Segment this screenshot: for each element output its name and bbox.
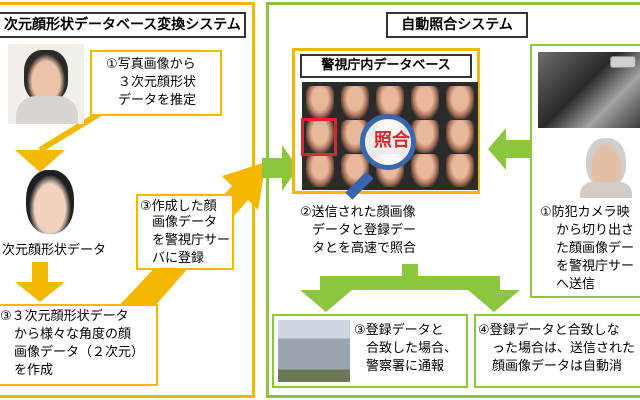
db-face-image <box>411 154 439 187</box>
db-face-image <box>306 86 334 119</box>
camera-step-line-5: へ送信 <box>556 277 596 292</box>
step2-line-2: データと登録デー <box>312 223 417 238</box>
arrow-down-match <box>300 290 352 312</box>
camera-icon <box>610 56 636 68</box>
cropped-face-photo <box>578 136 634 198</box>
db-face-image <box>376 86 404 119</box>
3d-face-model <box>20 170 80 234</box>
camera-step-line-1: ①防犯カメラ映 <box>540 205 630 220</box>
step3-match-line-1: ③登録データと <box>354 323 444 338</box>
right-panel-title: 自動照合システム <box>386 12 528 38</box>
step4-nomatch-box <box>474 314 640 388</box>
police-building-photo <box>278 320 350 382</box>
arrow-to-database <box>488 128 530 170</box>
camera-step-line-2: から切り出さ <box>556 223 635 238</box>
step1-line-1: ①写真画像から <box>106 57 196 72</box>
step1-line-2: ３次元顔形状 <box>118 75 197 90</box>
db-face-image <box>446 120 474 153</box>
step4-line-2: った場合は、送信された <box>492 341 636 356</box>
step-bottom-line-1: ③３次元顔形状データ <box>0 309 129 324</box>
matched-face-highlight <box>301 118 337 156</box>
db-face-image <box>411 86 439 119</box>
step3-line-1: ③作成した顔 <box>140 199 217 214</box>
step4-line-1: ④登録データと合致しな <box>478 323 620 338</box>
suspect-photo <box>8 44 84 124</box>
step4-line-3: 顔画像データは自動消 <box>492 359 623 374</box>
arrow-shaft-2 <box>32 262 48 284</box>
camera-step-line-4: を警視庁サー <box>556 259 635 274</box>
step-bottom-line-3: 画像データ（２次元） <box>14 345 145 360</box>
match-label: 照合 <box>374 130 410 151</box>
step2-line-1: ②送信された顔画像 <box>300 205 416 220</box>
step-bottom-line-4: を作成 <box>14 363 54 378</box>
db-face-image <box>306 120 334 153</box>
step-bottom-line-2: から様々な角度の顔 <box>14 327 132 342</box>
arrow-into-matching <box>262 145 298 191</box>
arrow-down-nomatch <box>468 290 520 312</box>
step3-match-line-2: 合致した場合、 <box>366 341 458 356</box>
db-face-image <box>306 154 334 187</box>
step3-match-line-3: 警察署に通報 <box>366 359 445 374</box>
step3-line-3: を警視庁サー <box>152 233 231 248</box>
camera-step-line-3: た顔画像デー <box>556 241 635 256</box>
step1-textbox <box>90 50 222 116</box>
arrow-split-bar <box>320 276 500 290</box>
db-face-image <box>446 154 474 187</box>
step3-textbox <box>136 194 234 270</box>
db-face-image <box>411 120 439 153</box>
step-bottom-textbox <box>0 304 158 386</box>
database-title: 警視庁内データベース <box>300 54 472 78</box>
db-face-image <box>341 86 369 119</box>
step2-line-3: タとを高速で照合 <box>312 241 417 256</box>
step1-line-3: データを推定 <box>118 93 197 108</box>
magnifier-lens <box>360 114 416 170</box>
step3-line-2: 画像データ <box>152 215 218 230</box>
arrow-down-2 <box>15 282 65 302</box>
db-face-image <box>446 86 474 119</box>
left-panel-title: 次元顔形状データベース変換システム <box>0 12 246 38</box>
model-label: 次元顔形状データ <box>2 243 107 258</box>
step3-line-4: バに登録 <box>152 251 205 266</box>
arrow-down-1 <box>15 150 65 172</box>
